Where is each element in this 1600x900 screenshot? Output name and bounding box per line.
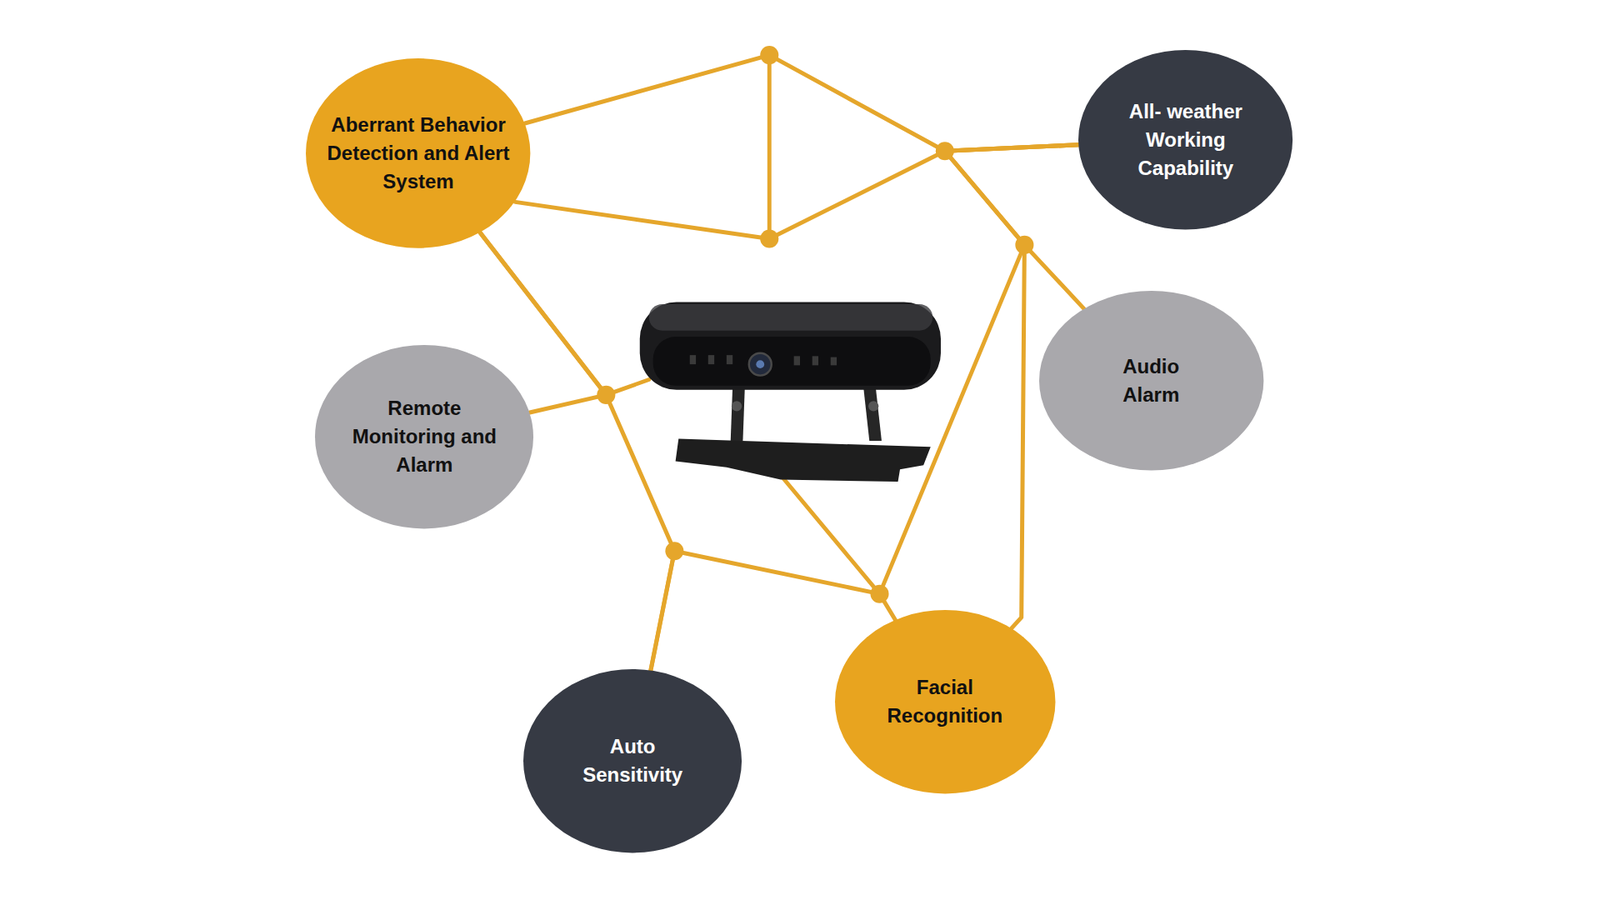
ir-led xyxy=(812,355,819,365)
camera-lens xyxy=(749,353,772,376)
ir-led xyxy=(830,357,837,366)
ellipse-fill xyxy=(1078,50,1293,230)
feature-label: Remote Monitoring and Alarm xyxy=(340,394,508,480)
ellipse-fill xyxy=(523,669,742,853)
network-line xyxy=(767,55,772,239)
ellipse-shape xyxy=(1039,290,1264,471)
label-group: Audio Alarm xyxy=(1109,352,1193,410)
feature-label: All- weather Working Capability xyxy=(1112,97,1259,183)
label-group: Aberrant Behavior Detection and Alert Sy… xyxy=(322,110,515,196)
camera-body xyxy=(640,301,941,390)
bracket-leg xyxy=(863,385,882,441)
ellipse-shape xyxy=(523,669,742,853)
ir-led xyxy=(690,355,696,365)
label-group: All- weather Working Capability xyxy=(1112,97,1259,183)
ir-led xyxy=(708,355,715,365)
network-connector xyxy=(525,55,1080,151)
network-connector xyxy=(945,145,1085,310)
feature-ellipse: Facial Recognition xyxy=(835,610,1055,794)
ellipse-shape xyxy=(835,610,1055,794)
ellipse-fill xyxy=(1039,290,1264,471)
ir-led xyxy=(726,355,733,365)
feature-ellipse: Auto Sensitivity xyxy=(523,669,742,853)
feature-label: Facial Recognition xyxy=(875,673,1014,730)
network-line xyxy=(515,201,770,239)
camera-face xyxy=(653,336,931,386)
junction-dot xyxy=(760,230,779,249)
feature-ellipse: Audio Alarm xyxy=(1039,290,1264,471)
junction-dot xyxy=(1015,235,1034,255)
junction-dot xyxy=(760,45,779,65)
bracket-base xyxy=(675,439,931,482)
junction-dot xyxy=(935,141,955,160)
feature-label: Auto Sensitivity xyxy=(570,732,695,790)
network-line xyxy=(769,150,945,239)
feature-ellipse: Aberrant Behavior Detection and Alert Sy… xyxy=(305,58,530,249)
bracket-bolt xyxy=(868,400,879,411)
label-group: Facial Recognition xyxy=(875,673,1014,730)
network-line xyxy=(880,245,1025,595)
junction-dot xyxy=(870,585,889,604)
feature-label: Audio Alarm xyxy=(1109,352,1193,410)
feature-ellipse: Remote Monitoring and Alarm xyxy=(315,345,534,529)
label-group: Remote Monitoring and Alarm xyxy=(340,394,508,480)
camera-top xyxy=(649,304,933,331)
camera-lens-glass xyxy=(755,360,765,369)
ellipse-fill xyxy=(305,58,530,249)
feature-ellipse: All- weather Working Capability xyxy=(1078,50,1293,230)
label-group: Auto Sensitivity xyxy=(570,732,695,790)
ir-led xyxy=(794,355,800,365)
ellipse-fill xyxy=(315,345,534,529)
bracket-leg xyxy=(730,385,745,441)
junction-dot xyxy=(596,385,615,405)
feature-label: Aberrant Behavior Detection and Alert Sy… xyxy=(322,110,515,196)
camera-device xyxy=(640,301,941,482)
ellipse-fill xyxy=(835,610,1055,794)
bracket-bolt xyxy=(731,400,742,411)
junction-dot xyxy=(665,541,684,560)
